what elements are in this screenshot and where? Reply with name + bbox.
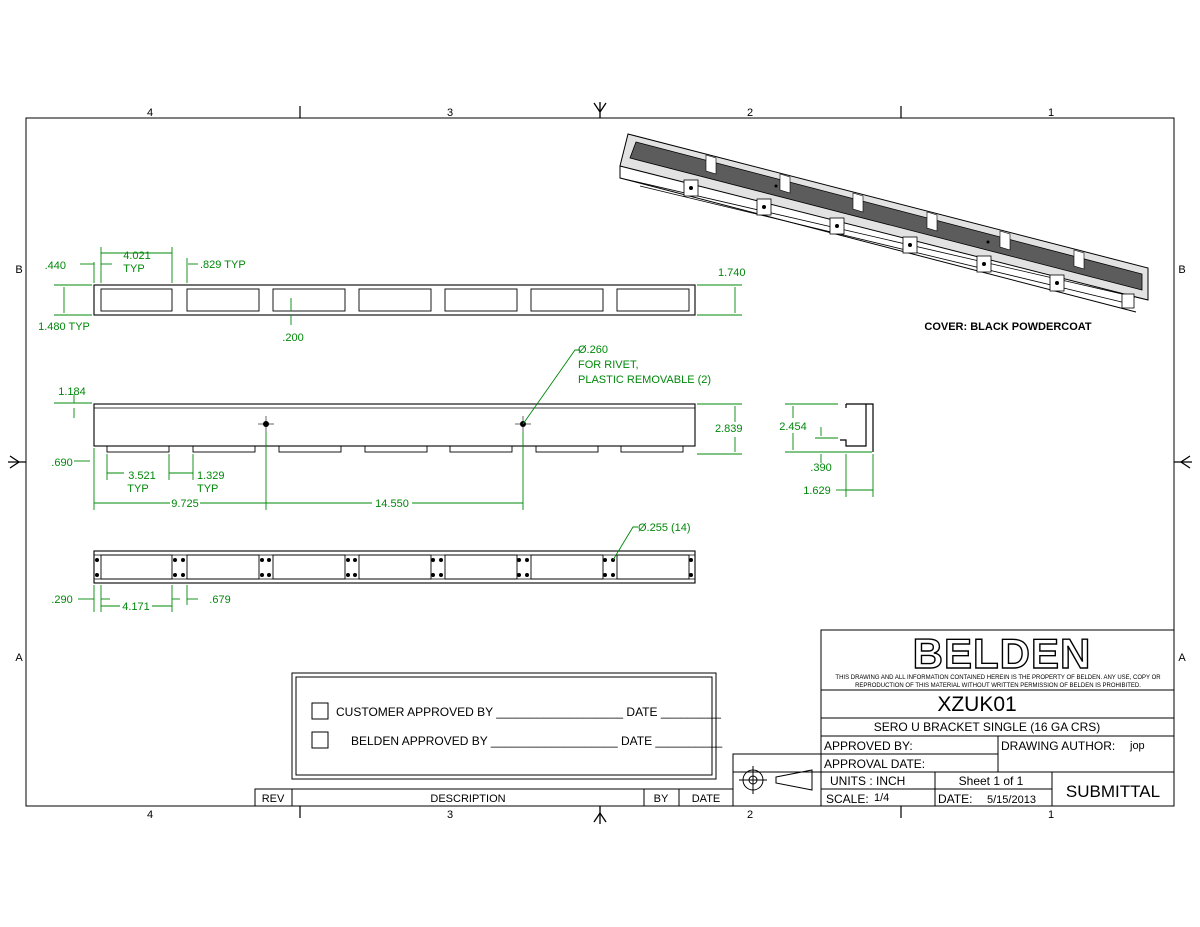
isometric-view bbox=[619, 133, 1149, 313]
date-value: 5/15/2013 bbox=[987, 794, 1036, 806]
third-angle-projection-icon bbox=[739, 766, 813, 794]
center-mark-right-icon bbox=[1174, 455, 1192, 469]
dim-front-1184: 1.184 bbox=[58, 386, 86, 398]
scale-label: SCALE: bbox=[826, 792, 869, 806]
disclaimer-line-2: REPRODUCTION OF THIS MATERIAL WITHOUT WR… bbox=[855, 683, 1141, 689]
zone-bottom-3: 3 bbox=[447, 809, 453, 821]
drawing-author-label: DRAWING AUTHOR: bbox=[1001, 739, 1115, 753]
zone-bottom-2: 2 bbox=[747, 809, 753, 821]
zone-top-4: 4 bbox=[147, 107, 153, 119]
approved-by-label: APPROVED BY: bbox=[824, 739, 913, 753]
dim-top-829: .829 TYP bbox=[200, 259, 246, 271]
note-rivet: FOR RIVET, bbox=[578, 359, 639, 371]
dim-side-1629: 1.629 bbox=[803, 485, 831, 497]
zone-bottom-1: 1 bbox=[1048, 809, 1054, 821]
zone-top-2: 2 bbox=[747, 107, 753, 119]
units-label: UNITS : INCH bbox=[830, 774, 905, 788]
belden-approval-line: BELDEN APPROVED BY ___________________ D… bbox=[351, 734, 722, 748]
zone-left-b: B bbox=[15, 264, 22, 276]
dim-side-390: .390 bbox=[810, 462, 831, 474]
dim-front-9725: 9.725 bbox=[171, 498, 199, 510]
dim-bottom-290: .290 bbox=[51, 594, 72, 606]
dim-top-1480: 1.480 TYP bbox=[38, 321, 90, 333]
dim-front-3521: 3.521 bbox=[128, 470, 156, 482]
revision-description-header: DESCRIPTION bbox=[430, 793, 505, 805]
side-view bbox=[840, 403, 874, 452]
dim-side-2454: 2.454 bbox=[779, 421, 807, 433]
sheet-number: Sheet 1 of 1 bbox=[959, 774, 1024, 788]
approval-box bbox=[291, 672, 717, 780]
zone-left-a: A bbox=[15, 652, 23, 664]
center-mark-bottom-icon bbox=[593, 806, 607, 824]
dim-top-4021: 4.021 bbox=[123, 250, 151, 262]
customer-approval-checkbox[interactable] bbox=[311, 702, 329, 720]
bottom-view bbox=[93, 550, 696, 584]
revision-by-header: BY bbox=[654, 793, 669, 805]
disclaimer-line-1: THIS DRAWING AND ALL INFORMATION CONTAIN… bbox=[835, 675, 1161, 681]
dim-bottom-4171: 4.171 bbox=[122, 601, 150, 613]
dim-front-2839: 2.839 bbox=[715, 423, 743, 435]
belden-approval-checkbox[interactable] bbox=[311, 731, 329, 749]
dim-bottom-679: .679 bbox=[209, 594, 230, 606]
date-label: DATE: bbox=[938, 792, 972, 806]
center-mark-top-icon bbox=[593, 102, 607, 118]
belden-logo: BELDEN bbox=[912, 629, 1092, 677]
dim-top-200: .200 bbox=[282, 332, 303, 344]
cover-note: COVER: BLACK POWDERCOAT bbox=[924, 321, 1092, 333]
side-view-dimensions bbox=[785, 403, 874, 497]
note-hole-diameter: Ø.255 (14) bbox=[638, 522, 691, 534]
revision-date-header: DATE bbox=[692, 793, 721, 805]
part-title: SERO U BRACKET SINGLE (16 GA CRS) bbox=[874, 720, 1101, 734]
zone-right-a: A bbox=[1178, 652, 1186, 664]
top-view bbox=[93, 284, 696, 316]
svg-text:BELDEN: BELDEN bbox=[913, 630, 1092, 677]
customer-approval-line: CUSTOMER APPROVED BY ___________________… bbox=[336, 705, 721, 719]
dim-front-14550: 14.550 bbox=[375, 498, 409, 510]
dim-front-1329: 1.329 bbox=[197, 470, 225, 482]
top-view-dimensions bbox=[54, 247, 742, 325]
zone-right-b: B bbox=[1178, 264, 1185, 276]
dim-front-3521-typ: TYP bbox=[127, 483, 148, 495]
drawing-author-value: jop bbox=[1129, 740, 1145, 752]
center-mark-left-icon bbox=[8, 455, 26, 469]
zone-top-3: 3 bbox=[447, 107, 453, 119]
zone-bottom-4: 4 bbox=[147, 809, 153, 821]
note-rivet-removable: PLASTIC REMOVABLE (2) bbox=[578, 374, 711, 386]
status-submittal: SUBMITTAL bbox=[1066, 782, 1160, 801]
border-zone-ticks bbox=[299, 106, 902, 818]
dim-top-440: .440 bbox=[45, 260, 66, 272]
zone-top-1: 1 bbox=[1048, 107, 1054, 119]
dim-top-1740: 1.740 bbox=[718, 267, 746, 279]
dim-front-1329-typ: TYP bbox=[197, 483, 218, 495]
note-rivet-diameter: Ø.260 bbox=[578, 344, 608, 356]
title-block bbox=[732, 629, 1175, 807]
front-view-dimensions bbox=[54, 349, 742, 510]
dim-front-690: .690 bbox=[51, 457, 72, 469]
approval-date-label: APPROVAL DATE: bbox=[824, 757, 925, 771]
dim-top-4021-typ: TYP bbox=[123, 263, 144, 275]
revision-rev-header: REV bbox=[262, 793, 285, 805]
front-view bbox=[93, 403, 696, 453]
part-number: XZUK01 bbox=[937, 693, 1016, 716]
bottom-view-dimensions bbox=[78, 526, 638, 612]
scale-value: 1/4 bbox=[874, 792, 889, 804]
